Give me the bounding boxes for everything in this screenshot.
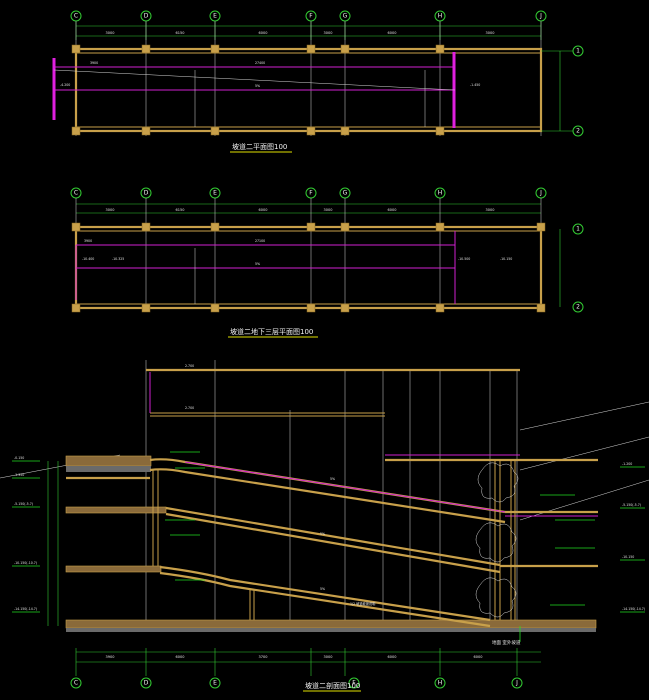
axis-markers-top-plan: C D E F G H J	[70, 10, 547, 22]
svg-text:5%: 5%	[255, 262, 260, 266]
svg-text:-14.150(-14.7): -14.150(-14.7)	[622, 607, 645, 611]
svg-text:-10.150: -10.150	[622, 555, 634, 559]
dimension-text: 3000	[486, 31, 495, 35]
axis-label: G	[343, 190, 348, 197]
row-label: 2	[576, 304, 580, 311]
plan-middle: C D E F G H J 3000 6150 6000 3000 6000 3…	[70, 187, 584, 338]
axis-label: F	[309, 13, 313, 20]
row-label: 1	[576, 48, 580, 55]
axis-label: J	[515, 680, 518, 687]
svg-text:-14.150(-14.7): -14.150(-14.7)	[14, 607, 37, 611]
svg-text:5%: 5%	[255, 84, 260, 88]
axis-label: H	[438, 680, 443, 687]
dimension-text: 3000	[324, 208, 333, 212]
plan-top: C D E F G H J 3000 6150 6000 3000 6000 3…	[52, 10, 584, 153]
dimension-text: 3000	[106, 208, 115, 212]
dimension-text: 6000	[388, 655, 397, 659]
axis-label: J	[539, 190, 542, 197]
dimension-text: 6150	[176, 31, 185, 35]
dimension-text: 3700	[259, 655, 268, 659]
svg-text:-10.325: -10.325	[112, 257, 124, 261]
axis-label: D	[144, 680, 149, 687]
svg-text:-5.150(-5.7): -5.150(-5.7)	[622, 503, 641, 507]
axis-label: F	[352, 680, 356, 687]
dimension-text: 3000	[324, 31, 333, 35]
svg-text:-1.350: -1.350	[14, 473, 24, 477]
svg-text:5%: 5%	[330, 477, 335, 481]
dimension-text: 6150	[176, 208, 185, 212]
dimension-text: 3000	[486, 208, 495, 212]
svg-text:27100: 27100	[255, 239, 265, 243]
dimension-text: 3900	[106, 655, 115, 659]
axis-label: H	[438, 190, 443, 197]
axis-label: E	[213, 680, 217, 687]
svg-text:-4.200: -4.200	[60, 83, 70, 87]
axis-label: C	[74, 680, 78, 687]
plan-top-title: 坡道二平面图100	[232, 142, 287, 151]
svg-text:27400: 27400	[255, 61, 265, 65]
dimension-text: 6000	[176, 655, 185, 659]
axis-label: D	[144, 190, 149, 197]
section-view: 2.700 2.700	[0, 360, 649, 692]
columns-mid-plan	[71, 222, 546, 313]
svg-text:2.700: 2.700	[185, 364, 194, 368]
axis-label: F	[309, 190, 313, 197]
svg-text:3900: 3900	[84, 239, 92, 243]
dimension-text: 6000	[259, 31, 268, 35]
svg-text:-1.450: -1.450	[470, 83, 480, 87]
svg-text:2.700: 2.700	[185, 406, 194, 410]
svg-text:1/2 坡道坡度说明: 1/2 坡道坡度说明	[350, 601, 375, 606]
dimension-text: 3000	[324, 655, 333, 659]
dimension-text: 6000	[388, 31, 397, 35]
axis-label: H	[438, 13, 443, 20]
axis-label: J	[539, 13, 542, 20]
svg-text:-10.400: -10.400	[82, 257, 94, 261]
dimension-text: 6000	[388, 208, 397, 212]
svg-text:-10.150(-10.7): -10.150(-10.7)	[14, 561, 37, 565]
dimension-text: 6000	[474, 655, 483, 659]
axis-label: E	[213, 13, 217, 20]
axis-label: D	[144, 13, 149, 20]
axis-label: C	[74, 13, 78, 20]
svg-text:5%: 5%	[320, 532, 325, 536]
dimension-text: 3000	[106, 31, 115, 35]
axis-markers-section: C D E F H J	[70, 677, 523, 689]
plan-mid-title: 坡道二地下三层平面图100	[230, 327, 313, 336]
axis-markers-mid-plan: C D E F G H J	[70, 187, 547, 199]
svg-text:-1.200: -1.200	[622, 462, 632, 466]
columns-top-plan	[71, 44, 445, 136]
svg-text:-0.150: -0.150	[14, 456, 24, 460]
svg-text:5%: 5%	[320, 587, 325, 591]
axis-label: G	[343, 13, 348, 20]
row-label: 2	[576, 128, 580, 135]
section-title: 坡道二剖面图100	[305, 681, 360, 690]
dimension-text: 6000	[259, 208, 268, 212]
svg-text:-10.500: -10.500	[458, 257, 470, 261]
row-label: 1	[576, 226, 580, 233]
svg-text:3900: 3900	[90, 61, 98, 65]
svg-text:-10.150: -10.150	[500, 257, 512, 261]
section-annotation: 地面 室外坡道	[492, 639, 521, 646]
axis-label: E	[213, 190, 217, 197]
axis-label: C	[74, 190, 78, 197]
svg-text:-5.150(-5.7): -5.150(-5.7)	[14, 502, 33, 506]
